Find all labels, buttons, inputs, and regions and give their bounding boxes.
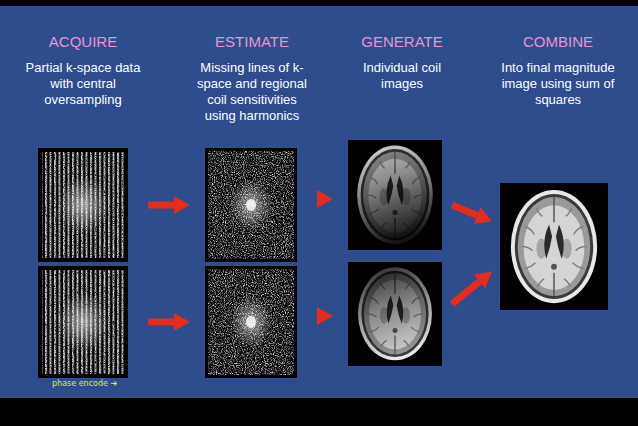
column-heading: ACQUIRE bbox=[21, 33, 146, 51]
flow-arrow bbox=[452, 282, 480, 304]
flow-arrow bbox=[452, 205, 477, 215]
column-description: Individual coil images bbox=[352, 60, 452, 92]
column-description: Partial k-space data with central oversa… bbox=[21, 60, 146, 108]
column-description: Missing lines of k-space and regional co… bbox=[192, 60, 312, 124]
image-panel: ACQUIREPartial k-space data with central… bbox=[38, 148, 128, 262]
column-caption: COMBINE Into final magnitude image using … bbox=[496, 33, 621, 108]
image-panel bbox=[38, 266, 128, 378]
kspace-image bbox=[205, 148, 297, 262]
kspace-image bbox=[205, 266, 297, 378]
image-panel: GENERATEIndividual coil images bbox=[348, 140, 442, 250]
column-heading: GENERATE bbox=[352, 33, 452, 51]
column-caption: GENERATE Individual coil images bbox=[352, 33, 452, 92]
column-description: Into final magnitude image using sum of … bbox=[496, 60, 621, 108]
column-heading: ESTIMATE bbox=[192, 33, 312, 51]
image-panel bbox=[348, 262, 442, 366]
axis-note: phase encode ➔ bbox=[52, 379, 117, 389]
image-panel bbox=[205, 266, 297, 378]
column-caption: ESTIMATE Missing lines of k-space and reg… bbox=[192, 33, 312, 124]
coil-image bbox=[348, 262, 442, 366]
kspace-image bbox=[38, 266, 128, 378]
column-heading: COMBINE bbox=[496, 33, 621, 51]
flow-arrow bbox=[148, 202, 174, 209]
coil-image bbox=[348, 140, 442, 250]
combined-image bbox=[500, 183, 608, 310]
image-panel: COMBINEInto final magnitude image using … bbox=[500, 183, 608, 310]
flow-arrow bbox=[148, 319, 174, 326]
kspace-image bbox=[38, 148, 128, 262]
image-panel: ESTIMATEMissing lines of k-space and reg… bbox=[205, 148, 297, 262]
column-caption: ACQUIRE Partial k-space data with central… bbox=[21, 33, 146, 108]
